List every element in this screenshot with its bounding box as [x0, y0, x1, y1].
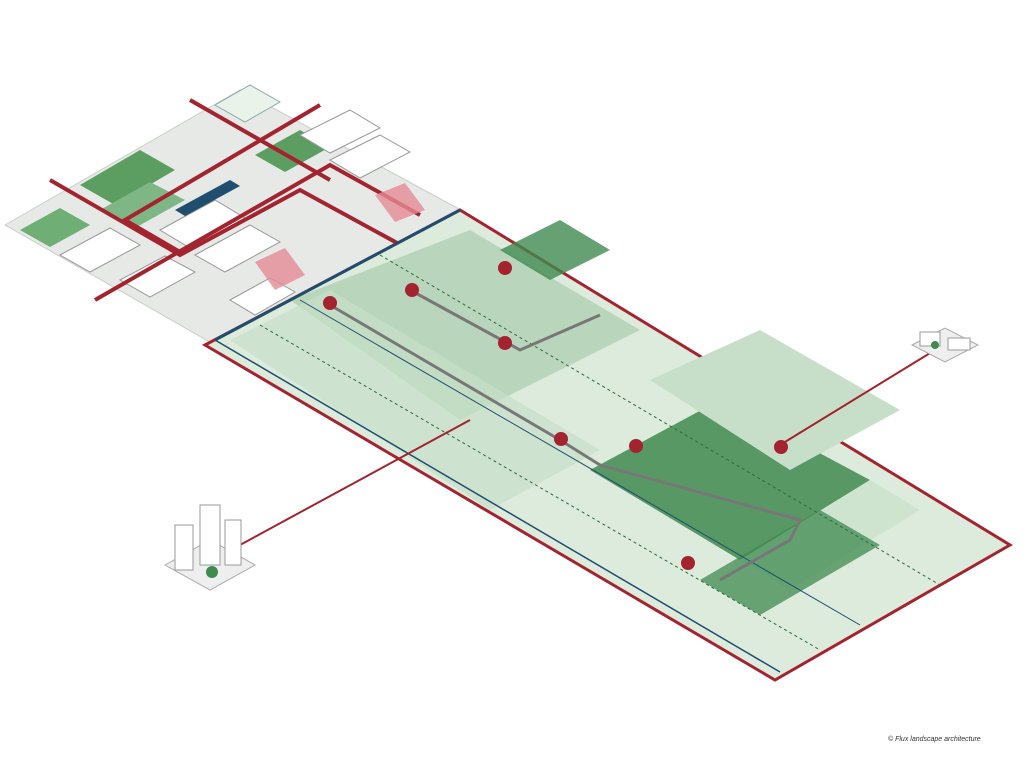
node — [681, 556, 695, 570]
town-district — [3, 84, 472, 346]
farm-buildings — [910, 327, 980, 363]
node — [774, 440, 788, 454]
node — [498, 261, 512, 275]
route-nodes — [323, 261, 788, 570]
copyright-credit: © Flux landscape architecture — [888, 736, 981, 743]
node — [323, 296, 337, 310]
node — [554, 432, 568, 446]
node — [498, 336, 512, 350]
high-rise-buildings — [163, 504, 257, 591]
polder-fields — [201, 208, 1013, 682]
node — [629, 439, 643, 453]
node — [405, 283, 419, 297]
connector-routes — [239, 349, 936, 546]
